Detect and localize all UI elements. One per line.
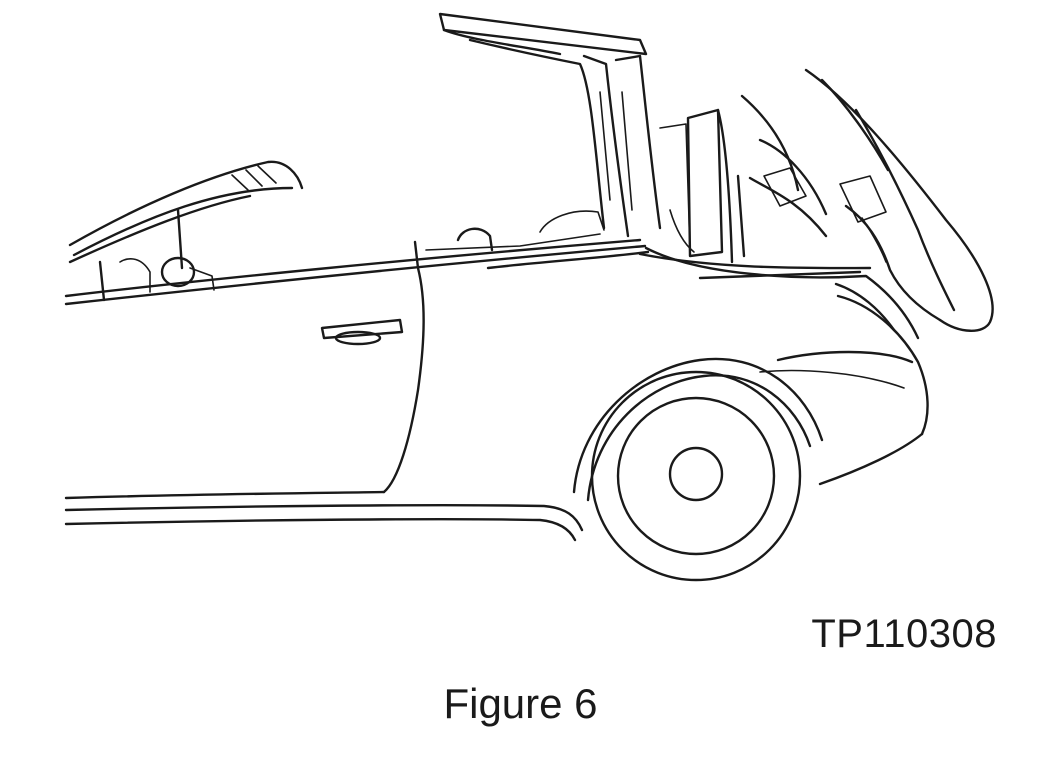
windshield-frame	[68, 160, 304, 302]
figure-reference-code: TP110308	[811, 612, 997, 656]
rear-wheel	[590, 370, 802, 582]
belt-line	[64, 233, 647, 306]
door-handle	[320, 318, 404, 346]
front-seat	[456, 210, 605, 252]
roof-middle-panel	[659, 108, 734, 264]
figure-caption: Figure 6	[443, 680, 598, 727]
convertible-roof-illustration	[64, 12, 994, 582]
roof-front-panel	[438, 12, 662, 238]
door	[64, 266, 425, 500]
wheel-arch	[572, 357, 824, 502]
rear-bumper	[759, 282, 929, 486]
trunk-lid	[804, 68, 994, 332]
body-sill	[64, 504, 584, 542]
roof-hinge-mechanism	[736, 94, 887, 258]
rear-quarter	[486, 246, 920, 340]
steering-wheel	[119, 256, 215, 293]
